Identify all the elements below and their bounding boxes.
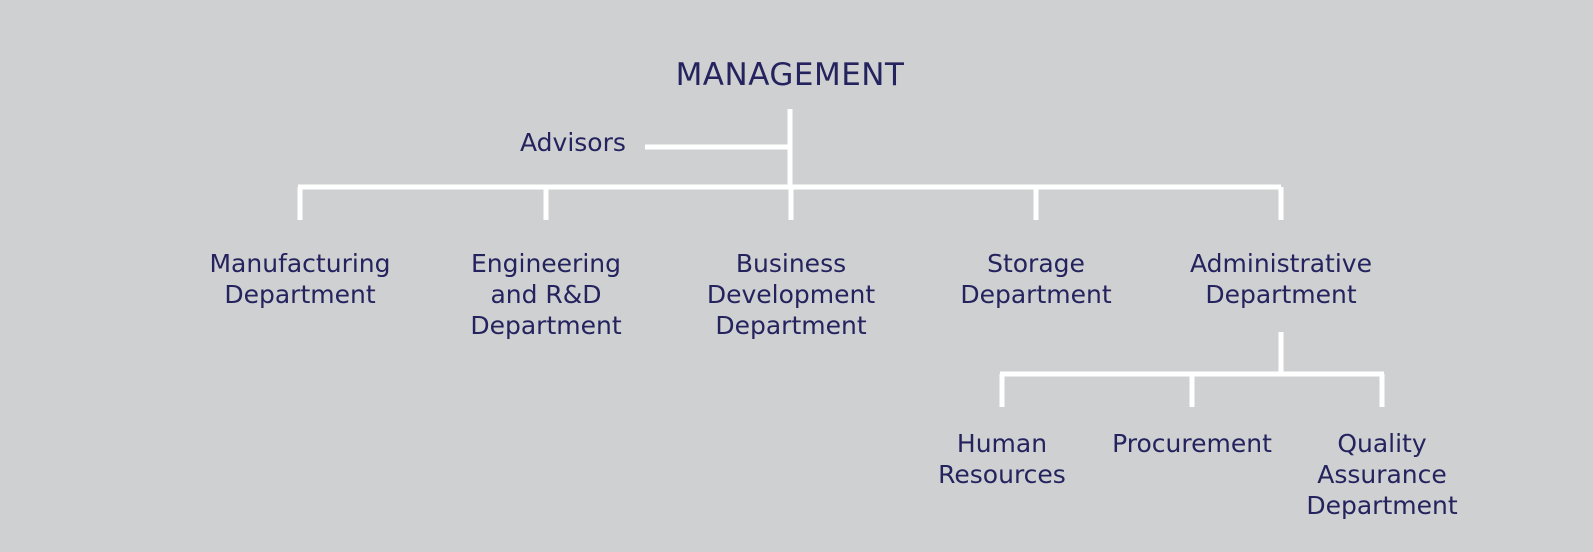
department-label-line: Development xyxy=(706,280,876,309)
management-node: MANAGEMENT xyxy=(676,57,905,93)
sub-department-label-line: Resources xyxy=(938,460,1066,489)
department-business-development: Business Development Department xyxy=(707,248,875,341)
sub-department-label-line: Human xyxy=(956,429,1048,458)
department-manufacturing: Manufacturing Department xyxy=(209,248,390,310)
department-storage: Storage Department xyxy=(960,248,1111,310)
advisors-node: Advisors xyxy=(520,127,626,158)
department-engineering: Engineering and R&D Department xyxy=(470,248,621,341)
sub-department-human-resources: Human Resources xyxy=(938,428,1066,490)
department-label-line: Storage xyxy=(987,249,1085,278)
sub-department-quality-assurance: Quality Assurance Department xyxy=(1306,428,1457,521)
department-label-line: Business xyxy=(735,249,847,278)
sub-department-label-line: Procurement xyxy=(1112,429,1272,458)
sub-department-label-line: Quality xyxy=(1337,429,1427,458)
department-administrative: Administrative Department xyxy=(1190,248,1372,310)
department-label-line: Department xyxy=(470,311,622,340)
sub-department-label-line: Department xyxy=(1306,491,1458,520)
department-label-line: Department xyxy=(1205,280,1357,309)
management-label: MANAGEMENT xyxy=(675,57,905,93)
sub-department-procurement: Procurement xyxy=(1112,428,1272,459)
department-label-line: Manufacturing xyxy=(209,249,391,278)
department-label-line: Administrative xyxy=(1190,249,1372,278)
department-label-line: Department xyxy=(224,280,376,309)
advisors-label: Advisors xyxy=(520,128,626,157)
department-label-line: Engineering xyxy=(470,249,621,278)
department-label-line: Department xyxy=(715,311,867,340)
department-label-line: and R&D xyxy=(490,280,602,309)
sub-department-label-line: Assurance xyxy=(1317,460,1447,489)
department-label-line: Department xyxy=(960,280,1112,309)
